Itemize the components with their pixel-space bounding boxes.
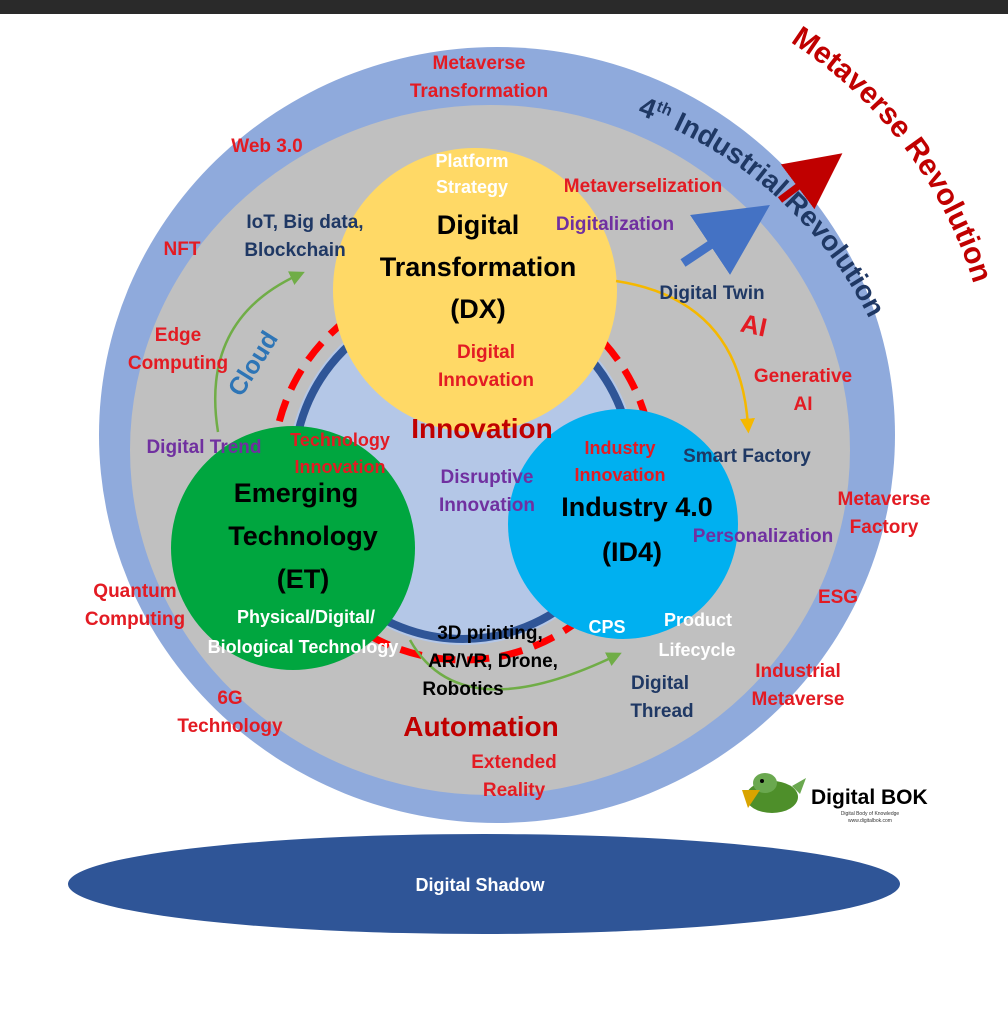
automation-label: Automation — [403, 711, 559, 742]
et-circle — [171, 426, 415, 670]
disruptive-innovation-line2: Innovation — [439, 495, 535, 516]
et-title-line1: Emerging — [234, 478, 359, 508]
digital-bok-logo: Digital BOK Digital Body of Knowledge ww… — [742, 773, 928, 824]
digital-thread-line1: Digital — [631, 673, 689, 694]
digital-twin-label: Digital Twin — [659, 283, 764, 304]
extended-reality-line2: Reality — [483, 780, 546, 801]
blue-revolution-arrow — [680, 205, 770, 275]
pdb-line2: Biological Technology — [208, 637, 399, 657]
disruptive-innovation-line1: Disruptive — [441, 467, 534, 488]
metaverse-factory-line1: Metaverse — [838, 489, 931, 510]
logo-name: Digital BOK — [811, 786, 928, 809]
pdb-line1: Physical/Digital/ — [237, 607, 375, 627]
generative-ai-line2: AI — [794, 394, 813, 415]
ai-label: AI — [738, 308, 770, 343]
six-g-line1: 6G — [217, 688, 242, 709]
iot-line2: Blockchain — [244, 240, 345, 261]
red-revolution-arrow — [777, 153, 843, 210]
digital-shadow-ellipse — [68, 834, 900, 934]
product-lifecycle-line1: Product — [664, 610, 732, 630]
product-lifecycle-line2: Lifecycle — [658, 640, 735, 660]
cps-label: CPS — [588, 617, 625, 637]
quantum-computing-line2: Computing — [85, 609, 185, 630]
yellow-arrow-right — [615, 279, 756, 434]
printing-line2: AR/VR, Drone, — [428, 651, 558, 672]
dx-title-line3: (DX) — [450, 294, 506, 324]
smart-factory-label: Smart Factory — [683, 446, 811, 467]
metaverselization-label: Metaverselization — [564, 176, 722, 197]
green-arrow-bottom — [408, 639, 622, 691]
personalization-label: Personalization — [693, 526, 833, 547]
industry-innovation-line2: Innovation — [575, 465, 666, 485]
digital-trend-label: Digital Trend — [146, 437, 261, 458]
top-bar — [0, 0, 1008, 14]
et-title-line3: (ET) — [277, 564, 329, 594]
innovation-center-label: Innovation — [411, 413, 553, 444]
logo-tagline: Digital Body of Knowledge — [841, 811, 900, 817]
extended-reality-line1: Extended — [471, 752, 557, 773]
industrial-metaverse-line1: Industrial — [755, 661, 841, 682]
dx-title-line2: Transformation — [380, 252, 577, 282]
edge-computing-line1: Edge — [155, 325, 201, 346]
green-arrow-left — [214, 271, 305, 433]
industry-innovation-line1: Industry — [584, 438, 655, 458]
id4-title-line2: (ID4) — [602, 537, 662, 567]
dx-circle — [333, 148, 617, 432]
digitalization-label: Digitalization — [556, 214, 674, 235]
iot-line1: IoT, Big data, — [246, 212, 363, 233]
industrial-metaverse-line2: Metaverse — [752, 689, 845, 710]
digital-innovation-line2: Innovation — [438, 370, 534, 391]
tech-innovation-line2: Innovation — [295, 457, 386, 477]
digital-innovation-line1: Digital — [457, 342, 515, 363]
dragon-icon — [742, 773, 806, 813]
generative-ai-line1: Generative — [754, 366, 852, 387]
nft-label: NFT — [164, 239, 201, 260]
metaverse-transformation-line1: Metaverse — [433, 53, 526, 74]
id4-title-line1: Industry 4.0 — [561, 492, 713, 522]
platform-strategy-line1: Platform — [435, 151, 508, 171]
metaverse-factory-line2: Factory — [850, 517, 919, 538]
et-title-line2: Technology — [228, 521, 378, 551]
quantum-computing-line1: Quantum — [93, 581, 176, 602]
logo-url: www.digitalbok.com — [848, 818, 892, 824]
web3-label: Web 3.0 — [231, 136, 302, 157]
esg-label: ESG — [818, 587, 858, 608]
six-g-line2: Technology — [177, 716, 283, 737]
digital-thread-line2: Thread — [630, 701, 693, 722]
id4-circle — [508, 409, 738, 639]
edge-computing-line2: Computing — [128, 353, 228, 374]
dx-title-line1: Digital — [437, 210, 520, 240]
printing-line1: 3D printing, — [437, 623, 543, 644]
metaverse-transformation-line2: Transformation — [410, 81, 548, 102]
digital-shadow-label: Digital Shadow — [415, 875, 545, 895]
platform-strategy-line2: Strategy — [436, 177, 508, 197]
tech-innovation-line1: Technology — [290, 430, 390, 450]
printing-line3: Robotics — [422, 679, 503, 700]
